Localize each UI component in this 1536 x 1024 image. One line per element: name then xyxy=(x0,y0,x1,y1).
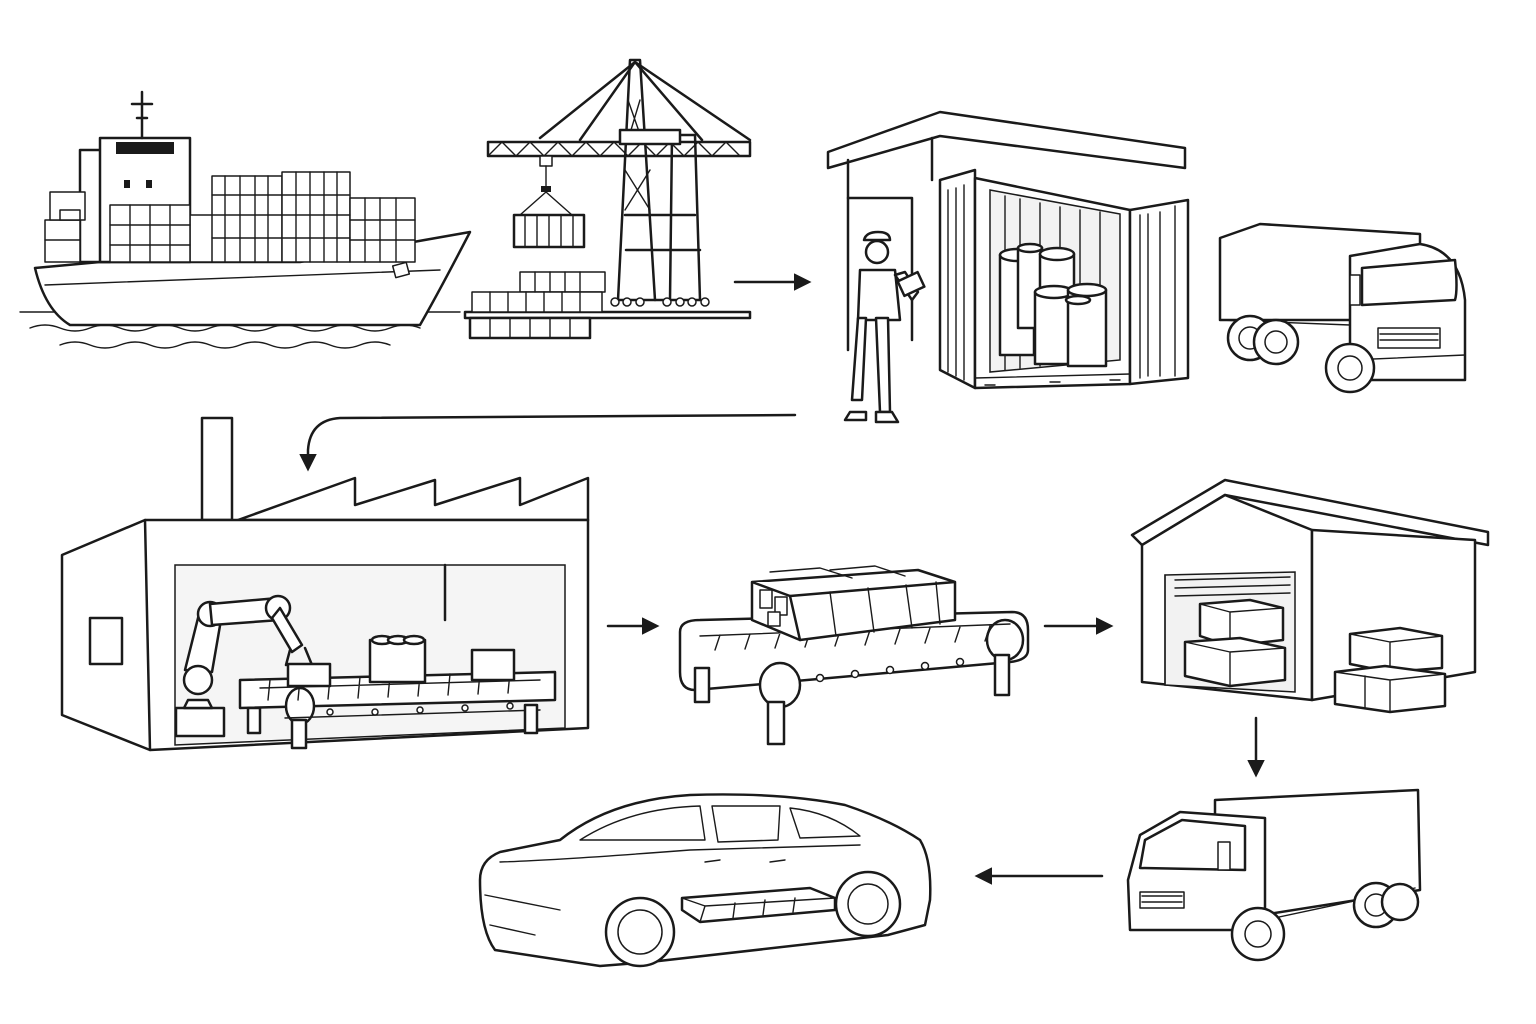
port-crane-icon xyxy=(463,58,752,340)
battery-pack-conveyor-icon xyxy=(678,565,1030,746)
container-ship-icon xyxy=(19,90,472,349)
container-inspection-icon xyxy=(826,110,1190,424)
flow-arrows xyxy=(299,273,1265,885)
delivery-truck-icon xyxy=(1218,222,1467,394)
factory-assembly-icon xyxy=(60,416,590,752)
arrow-inspection-to-factory xyxy=(299,413,797,472)
robot-arm-icon xyxy=(174,594,314,738)
warehouse-icon xyxy=(1130,478,1490,714)
electric-car-icon xyxy=(478,793,932,968)
delivery-truck-icon xyxy=(1126,788,1422,962)
inspector-figure-icon xyxy=(843,230,926,424)
